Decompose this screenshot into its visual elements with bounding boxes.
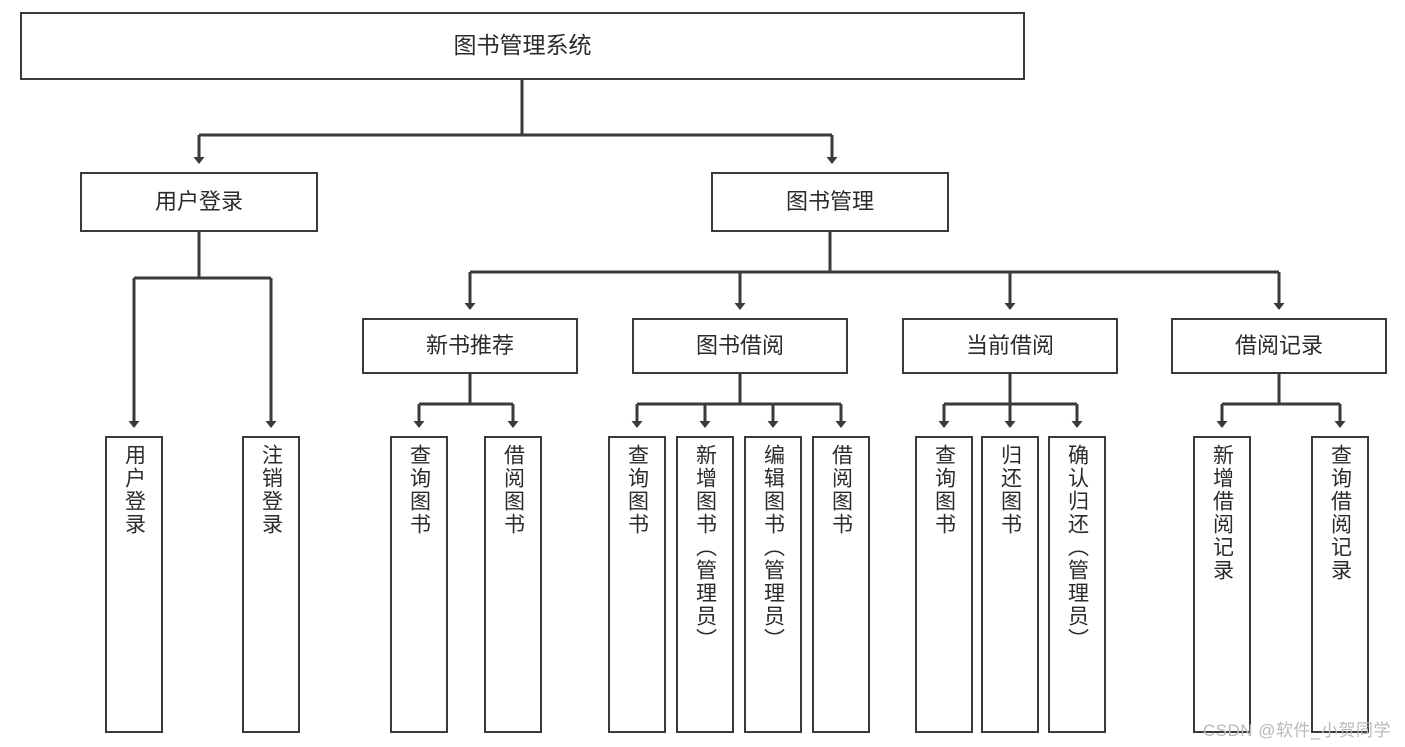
node-label: 查询借阅记录: [1328, 444, 1352, 582]
node-label: 确认归还（管理员）: [1065, 444, 1089, 651]
node-leaf-query-book-3[interactable]: 查询图书: [915, 436, 973, 733]
node-leaf-edit-book-admin[interactable]: 编辑图书（管理员）: [744, 436, 802, 733]
node-leaf-return-book[interactable]: 归还图书: [981, 436, 1039, 733]
node-label: 注销登录: [259, 444, 283, 536]
node-book-management[interactable]: 图书管理: [711, 172, 949, 232]
node-label: 查询图书: [932, 444, 956, 536]
node-leaf-confirm-return-admin[interactable]: 确认归还（管理员）: [1048, 436, 1106, 733]
node-user-login[interactable]: 用户登录: [80, 172, 318, 232]
node-label: 新增借阅记录: [1210, 444, 1234, 582]
node-leaf-user-login[interactable]: 用户登录: [105, 436, 163, 733]
node-label: 图书管理系统: [453, 32, 592, 59]
node-leaf-add-borrow-record[interactable]: 新增借阅记录: [1193, 436, 1251, 733]
node-label: 编辑图书（管理员）: [761, 444, 785, 651]
node-leaf-query-book-1[interactable]: 查询图书: [390, 436, 448, 733]
node-label: 查询图书: [407, 444, 431, 536]
node-label: 用户登录: [122, 444, 146, 536]
node-new-book-recommend[interactable]: 新书推荐: [362, 318, 578, 374]
node-leaf-logout-login[interactable]: 注销登录: [242, 436, 300, 733]
node-borrow-record[interactable]: 借阅记录: [1171, 318, 1387, 374]
node-label: 新增图书（管理员）: [693, 444, 717, 651]
node-label: 新书推荐: [425, 333, 514, 359]
node-root-book-management-system[interactable]: 图书管理系统: [20, 12, 1025, 80]
node-label: 归还图书: [998, 444, 1022, 536]
node-label: 借阅图书: [829, 444, 853, 536]
node-current-borrow[interactable]: 当前借阅: [902, 318, 1118, 374]
node-label: 图书借阅: [695, 333, 784, 359]
node-label: 用户登录: [154, 189, 243, 215]
node-label: 图书管理: [785, 189, 874, 215]
node-label: 当前借阅: [965, 333, 1054, 359]
node-label: 借阅记录: [1234, 333, 1323, 359]
node-leaf-add-book-admin[interactable]: 新增图书（管理员）: [676, 436, 734, 733]
node-leaf-query-book-2[interactable]: 查询图书: [608, 436, 666, 733]
node-label: 借阅图书: [501, 444, 525, 536]
node-leaf-borrow-book-1[interactable]: 借阅图书: [484, 436, 542, 733]
node-book-borrow[interactable]: 图书借阅: [632, 318, 848, 374]
node-leaf-borrow-book-2[interactable]: 借阅图书: [812, 436, 870, 733]
node-label: 查询图书: [625, 444, 649, 536]
csdn-watermark: CSDN @软件_小贺同学: [1202, 721, 1391, 740]
node-leaf-query-borrow-record[interactable]: 查询借阅记录: [1311, 436, 1369, 733]
